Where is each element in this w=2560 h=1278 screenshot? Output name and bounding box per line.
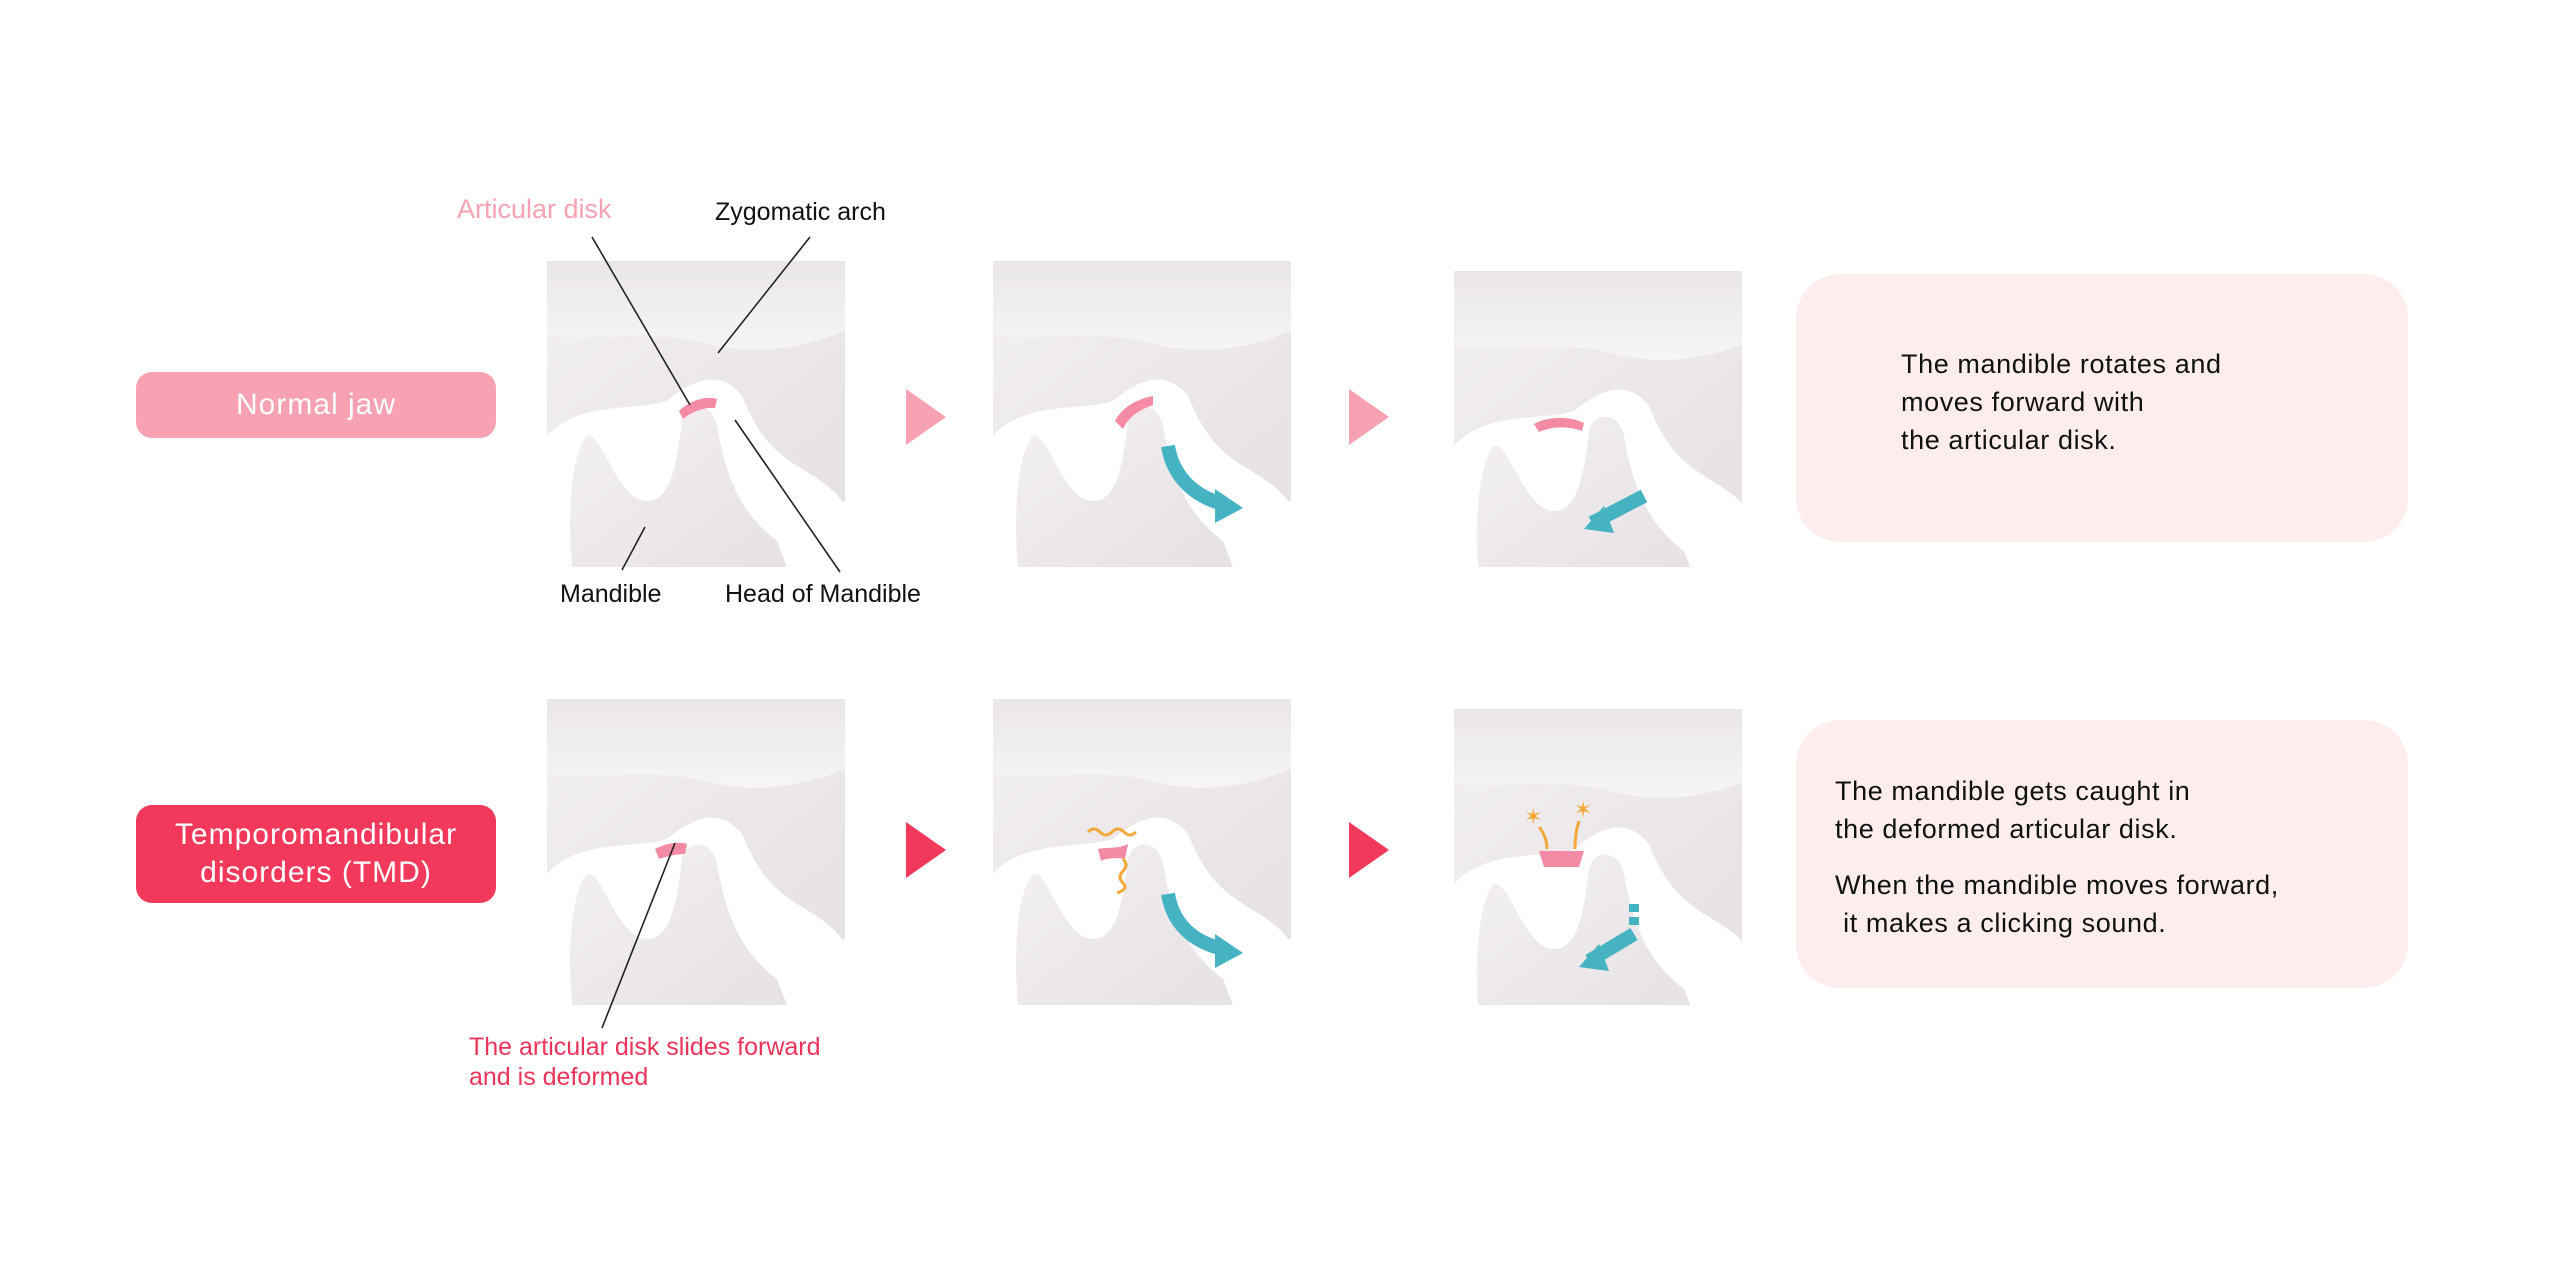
normal-jaw-description-box: The mandible rotates and moves forward w… bbox=[1796, 274, 2408, 542]
mandible-label: Mandible bbox=[560, 580, 662, 608]
tmd-caption: The articular disk slides forward and is… bbox=[469, 1032, 821, 1092]
tmd-forward-clicking-illustration: ✶ ✶ bbox=[1444, 699, 1742, 1005]
tmd-label: Temporomandibular disorders (TMD) bbox=[136, 805, 496, 903]
description-line: The mandible gets caught in bbox=[1835, 776, 2191, 806]
tmd-caption-line: and is deformed bbox=[469, 1063, 649, 1091]
tmd-label-line: disorders (TMD) bbox=[200, 856, 432, 889]
normal-jaw-rotating-illustration bbox=[993, 261, 1291, 567]
deformed-articular-disk bbox=[655, 842, 687, 859]
articular-disk-label: Articular disk bbox=[457, 194, 612, 224]
normal-jaw-label-text: Normal jaw bbox=[235, 388, 397, 421]
tmd-description-box: The mandible gets caught in the deformed… bbox=[1796, 720, 2408, 988]
tmd-caption-line: The articular disk slides forward bbox=[469, 1033, 821, 1061]
description-line: When the mandible moves forward, bbox=[1835, 870, 2279, 900]
normal-jaw-closed-illustration bbox=[547, 261, 845, 567]
head-of-mandible-label: Head of Mandible bbox=[725, 580, 921, 608]
description-line: The mandible rotates and bbox=[1901, 349, 2222, 379]
rotate-arrow-icon bbox=[1161, 444, 1226, 511]
deformed-articular-disk bbox=[1539, 851, 1584, 867]
tmd-rotating-illustration bbox=[993, 699, 1291, 1005]
deformed-articular-disk bbox=[1098, 844, 1128, 861]
normal-jaw-forward-illustration bbox=[1444, 261, 1742, 567]
tmd-label-line: Temporomandibular bbox=[174, 818, 458, 851]
zygomatic-arch-label: Zygomatic arch bbox=[715, 198, 886, 226]
spark-icon: ✶ bbox=[1524, 804, 1542, 829]
description-line: the articular disk. bbox=[1901, 425, 2117, 455]
tmd-closed-illustration bbox=[547, 699, 845, 1005]
next-step-arrow-icon bbox=[906, 822, 946, 878]
description-line: the deformed articular disk. bbox=[1835, 814, 2178, 844]
normal-jaw-label: Normal jaw bbox=[136, 372, 496, 438]
next-step-arrow-icon bbox=[1349, 389, 1389, 445]
articular-disk bbox=[1115, 396, 1153, 429]
next-step-arrow-icon bbox=[906, 389, 946, 445]
spark-icon: ✶ bbox=[1574, 797, 1592, 822]
rotate-arrow-icon bbox=[1161, 892, 1225, 956]
articular-disk bbox=[1534, 417, 1584, 432]
description-line: moves forward with bbox=[1901, 387, 2145, 417]
articular-disk bbox=[679, 397, 717, 419]
description-line: it makes a clicking sound. bbox=[1835, 908, 2167, 938]
strain-lines-icon bbox=[1086, 827, 1138, 837]
next-step-arrow-icon bbox=[1349, 822, 1389, 878]
